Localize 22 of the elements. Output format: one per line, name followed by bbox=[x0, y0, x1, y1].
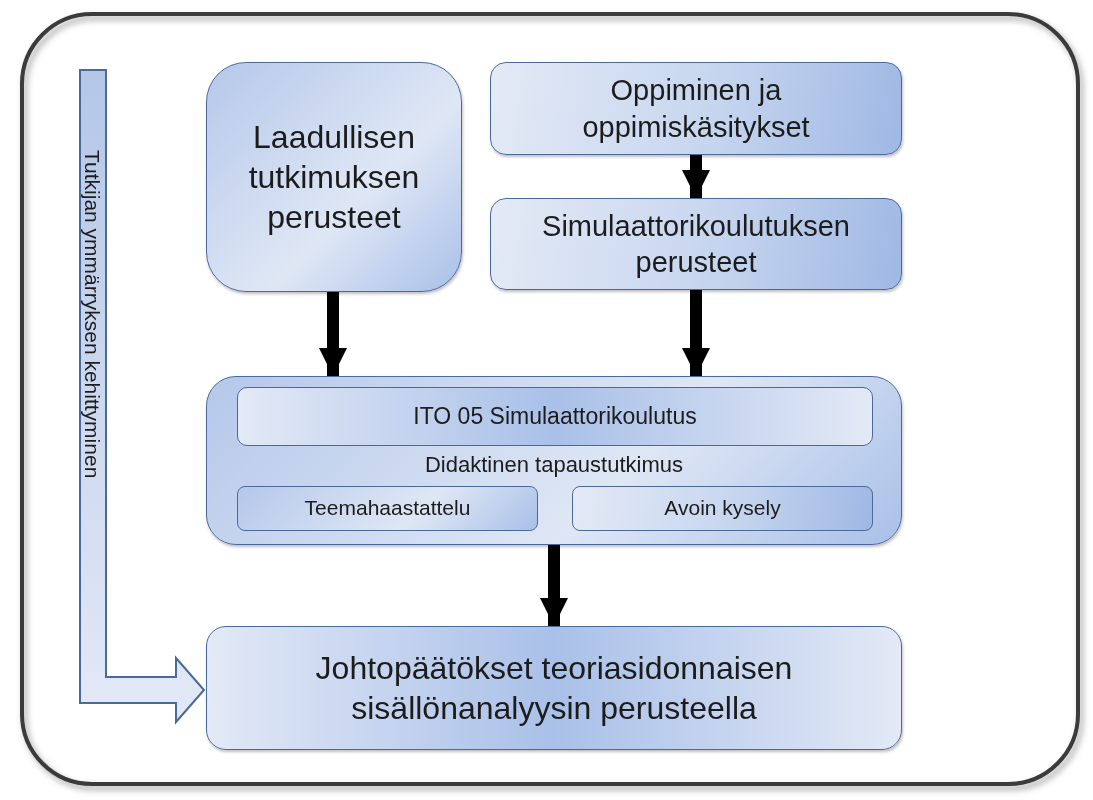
box-label: Avoin kysely bbox=[663, 495, 782, 522]
box-label: Johtopäätökset teoriasidonnaisen sisällönanalyysin perusteella bbox=[314, 649, 794, 728]
arrow bbox=[682, 290, 710, 376]
process-box bbox=[206, 626, 902, 750]
arrow bbox=[319, 292, 347, 376]
box-label: Simulaattorikoulutuksen perusteet bbox=[541, 208, 851, 280]
edge-label: Tutkijan ymmärryksen kehittyminen bbox=[80, 150, 104, 479]
arrow bbox=[682, 155, 710, 198]
process-box bbox=[206, 376, 902, 545]
inner-box bbox=[572, 486, 873, 531]
arrow bbox=[540, 545, 568, 626]
process-box bbox=[490, 198, 902, 290]
box-label: Teemahaastattelu bbox=[303, 495, 472, 522]
inner-box bbox=[237, 387, 873, 446]
bent-block-arrow bbox=[79, 69, 206, 725]
process-box bbox=[206, 62, 462, 292]
box-label: ITO 05 Simulaattorikoulutus bbox=[412, 402, 698, 431]
process-box bbox=[490, 62, 902, 155]
box-label: Didaktinen tapaustutkimus bbox=[424, 451, 684, 479]
box-label: Laadullisen tutkimuksen perusteet bbox=[247, 118, 421, 237]
box-label: Oppiminen ja oppimiskäsitykset bbox=[581, 73, 811, 145]
inner-box bbox=[237, 486, 538, 531]
